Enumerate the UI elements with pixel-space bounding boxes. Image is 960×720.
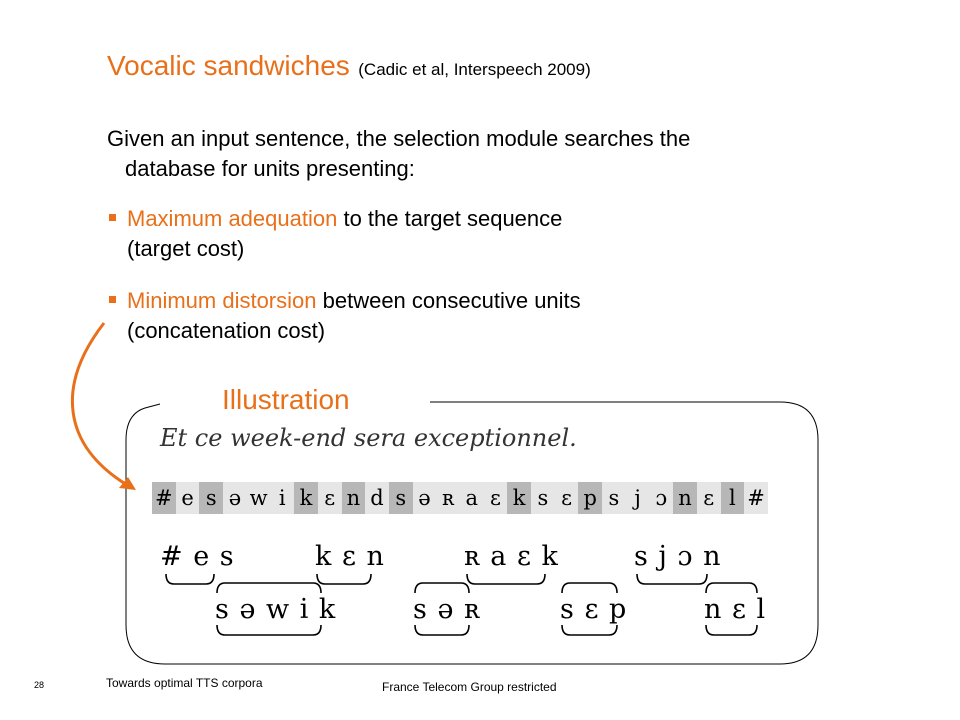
phoneme-cell: p — [578, 482, 603, 514]
phoneme-strip: # e s ə w i k ɛ n d s ə ʀ a ɛ k s ɛ p s … — [152, 482, 768, 514]
unit-group-bottom: s ə w i k — [215, 594, 337, 625]
intro-line-2: database for units presenting: — [125, 156, 415, 181]
phoneme-cell: k — [507, 482, 531, 514]
page-number: 28 — [34, 680, 45, 690]
phoneme-cell: w — [246, 482, 271, 514]
unit-group-top: # e s — [160, 541, 235, 572]
phoneme-cell: e — [175, 482, 200, 514]
bullet-text: between consecutive units — [316, 288, 581, 313]
phoneme-cell: ə — [412, 482, 437, 514]
phoneme-cell: s — [531, 482, 555, 514]
phoneme-cell: ɛ — [317, 482, 342, 514]
unit-group-bottom: s ɛ p — [560, 594, 628, 625]
phoneme-cell: n — [341, 482, 366, 514]
phoneme-cell: ɛ — [696, 482, 721, 514]
illustration-label: Illustration — [222, 384, 350, 415]
phoneme-cell: # — [744, 482, 768, 514]
bullet-highlight: Maximum adequation — [127, 206, 338, 231]
title-main: Vocalic sandwiches — [107, 50, 350, 81]
intro-paragraph: Given an input sentence, the selection m… — [107, 124, 827, 184]
unit-group-top: s j ɔ n — [634, 541, 722, 572]
bullet-target-cost: Maximum adequation to the target sequenc… — [107, 204, 827, 264]
phoneme-cell: ə — [223, 482, 247, 514]
phoneme-cell: j — [625, 482, 650, 514]
bullet-highlight: Minimum distorsion — [127, 288, 317, 313]
phoneme-cell: n — [673, 482, 697, 514]
bullet-square-icon — [109, 214, 116, 221]
phoneme-cell: s — [199, 482, 224, 514]
footer-classification: France Telecom Group restricted — [382, 680, 557, 694]
phoneme-cell: l — [720, 482, 745, 514]
title-citation: (Cadic et al, Interspeech 2009) — [358, 60, 591, 79]
phoneme-cell: ɛ — [483, 482, 508, 514]
phoneme-cell: a — [459, 482, 484, 514]
arrowhead-icon — [119, 477, 136, 490]
slide-title: Vocalic sandwiches (Cadic et al, Intersp… — [107, 50, 591, 82]
example-sentence: Et ce week-end sera exceptionnel. — [160, 424, 577, 452]
curved-arrow-icon — [71, 322, 128, 487]
bullet-text: to the target sequence — [337, 206, 563, 231]
phoneme-cell: ʀ — [436, 482, 460, 514]
bullet-line-2: (concatenation cost) — [127, 318, 326, 343]
footer-title: Towards optimal TTS corpora — [106, 676, 263, 690]
unit-group-top: ʀ a ɛ k — [464, 541, 559, 572]
unit-brackets — [165, 573, 758, 636]
phoneme-cell: s — [602, 482, 626, 514]
phoneme-cell: k — [294, 482, 318, 514]
phoneme-cell: s — [388, 482, 413, 514]
phoneme-cell: # — [152, 482, 176, 514]
bullet-concatenation-cost: Minimum distorsion between consecutive u… — [107, 286, 827, 346]
intro-line-1: Given an input sentence, the selection m… — [107, 126, 691, 151]
bullet-line-2: (target cost) — [127, 236, 245, 261]
phoneme-cell: d — [365, 482, 389, 514]
phoneme-cell: i — [270, 482, 295, 514]
phoneme-cell: ɛ — [554, 482, 579, 514]
unit-group-bottom: n ɛ l — [704, 594, 767, 625]
phoneme-cell: ɔ — [649, 482, 674, 514]
unit-group-bottom: s ə ʀ — [413, 594, 481, 625]
bullet-square-icon — [109, 296, 116, 303]
unit-group-top: k ɛ n — [315, 541, 385, 572]
